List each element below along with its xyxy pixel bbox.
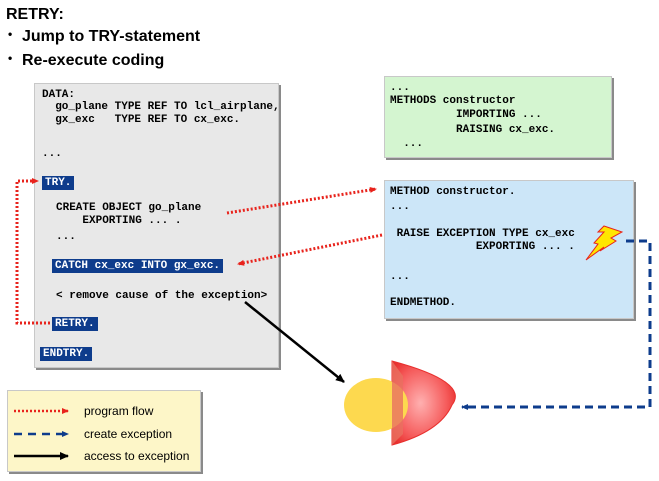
code-dots: ...: [390, 138, 424, 150]
code-importing: IMPORTING ...: [390, 109, 542, 121]
code-exporting: EXPORTING ... .: [56, 215, 182, 227]
call-constructor-arrow: [226, 186, 377, 215]
legend-box: [7, 390, 201, 472]
legend-label-create-exception: create exception: [84, 427, 173, 441]
code-raising: RAISING cx_exc.: [390, 124, 556, 136]
try-keyword: TRY.: [42, 176, 75, 190]
bullet-reexecute: •Re-execute coding: [8, 51, 165, 69]
catch-keyword: CATCH cx_exc INTO gx_exc.: [52, 259, 224, 273]
access-exception-arrow: [244, 301, 345, 383]
code-raise-exception: RAISE EXCEPTION TYPE cx_exc: [390, 228, 575, 240]
code-endmethod: ENDMETHOD.: [390, 297, 457, 309]
slide-title: RETRY:: [6, 6, 64, 23]
code-decl-exc: gx_exc TYPE REF TO cx_exc.: [42, 114, 241, 126]
bullet-dot-icon: •: [8, 27, 13, 41]
raise-to-catch-arrow: [237, 233, 383, 266]
code-exporting: EXPORTING ... .: [390, 241, 575, 253]
bullet-dot-icon: •: [8, 51, 13, 65]
code-dots: ...: [390, 201, 410, 213]
code-create-object: CREATE OBJECT go_plane: [56, 202, 202, 214]
retry-flow-arrow: [15, 178, 50, 325]
definition-code-box: [384, 76, 612, 158]
retry-keyword: RETRY.: [52, 317, 98, 331]
code-methods: METHODS constructor: [390, 95, 516, 107]
code-decl-plane: go_plane TYPE REF TO lcl_airplane,: [42, 101, 280, 113]
legend-label-access-exception: access to exception: [84, 449, 190, 463]
code-dots: ...: [390, 82, 410, 94]
endtry-keyword: ENDTRY.: [40, 347, 93, 361]
code-data: DATA:: [42, 89, 76, 101]
code-method: METHOD constructor.: [390, 186, 516, 198]
exception-object-icon: [344, 360, 456, 446]
legend-label-program-flow: program flow: [84, 404, 154, 418]
code-dots: ...: [56, 231, 76, 243]
create-exception-arrow: [461, 239, 652, 410]
code-dots: ...: [42, 148, 62, 160]
code-remove-cause: < remove cause of the exception>: [56, 290, 268, 302]
lightning-icon: [585, 225, 624, 261]
code-dots: ...: [390, 271, 410, 283]
implementation-code-box: [384, 180, 634, 319]
bullet-jump: •Jump to TRY-statement: [8, 27, 201, 45]
